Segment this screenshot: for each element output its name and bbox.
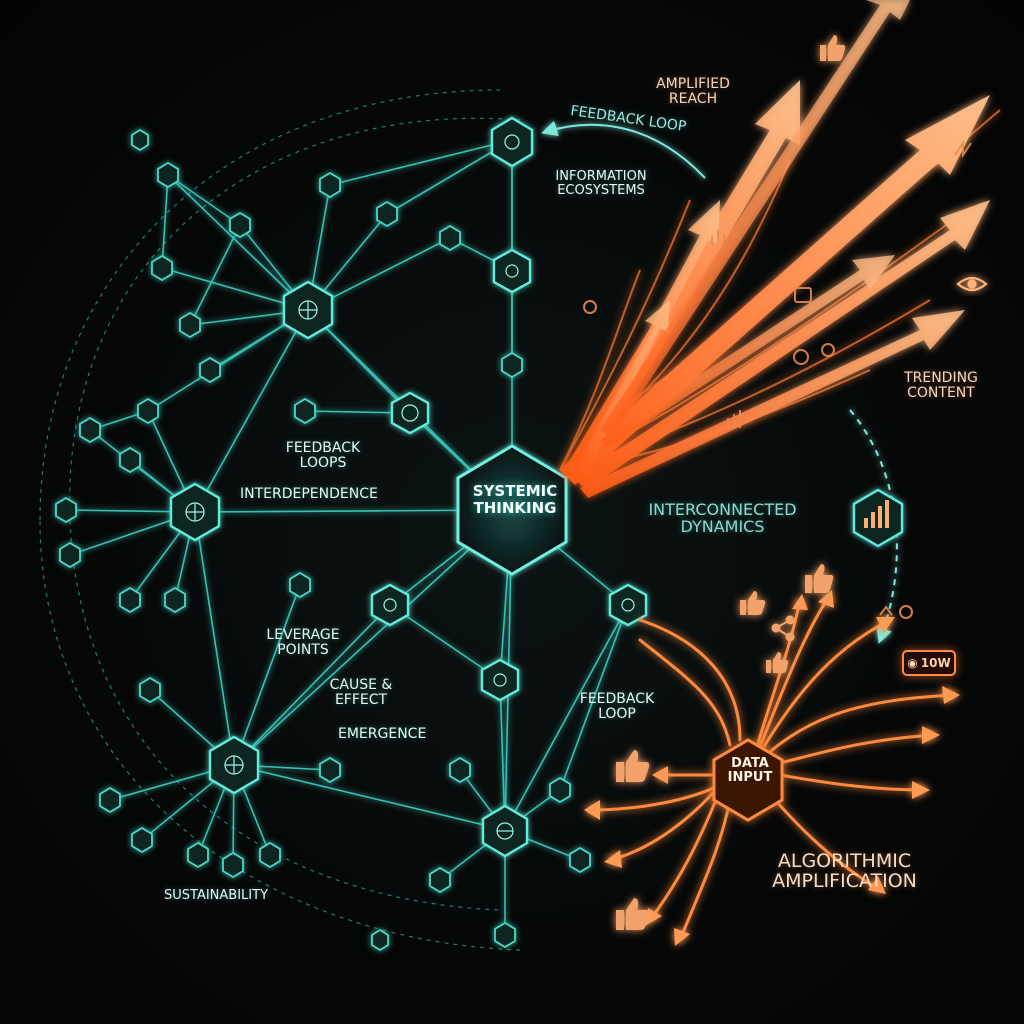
label-algorithmic-amplification: ALGORITHMIC AMPLIFICATION bbox=[772, 850, 917, 892]
thumbs-up-icon bbox=[616, 898, 650, 930]
label-sustainability: SUSTAINABILITY bbox=[164, 888, 269, 903]
label-interconnected-dynamics: INTERCONNECTED DYNAMICS bbox=[648, 500, 797, 536]
share-icon bbox=[771, 615, 795, 642]
eye-icon bbox=[956, 276, 988, 292]
thumbs-up-icon bbox=[766, 652, 789, 673]
small-nodes bbox=[55, 128, 591, 952]
label-cause-effect: CAUSE & EFFECT bbox=[329, 677, 393, 708]
data-input-arrowheads bbox=[584, 590, 960, 946]
feedback-loop-arc-right bbox=[849, 409, 898, 644]
feedback-loop-arrow-top bbox=[541, 120, 706, 179]
arrow-icon bbox=[600, 0, 910, 438]
label-emergence: EMERGENCE bbox=[338, 726, 427, 742]
label-interdependence: INTERDEPENDENCE bbox=[240, 486, 378, 502]
thumbs-up-icon bbox=[616, 750, 650, 782]
thumbs-up-icon bbox=[740, 591, 766, 615]
arrow-icon bbox=[600, 255, 895, 448]
arrow-icon bbox=[575, 300, 670, 476]
arrow-icon bbox=[580, 310, 965, 498]
bar-chart-icon bbox=[852, 488, 904, 548]
hub-nodes bbox=[169, 116, 648, 858]
eye-icon: ◉ bbox=[907, 656, 918, 670]
label-leverage-points: LEVERAGE POINTS bbox=[266, 627, 340, 658]
label-amplified-reach: AMPLIFIED REACH bbox=[656, 76, 730, 107]
arrow-icon bbox=[575, 200, 990, 490]
amplification-arrows bbox=[560, 0, 990, 498]
label-trending-content: TRENDING CONTENT bbox=[904, 370, 978, 401]
thumbs-up-icon bbox=[820, 35, 846, 61]
data-input-label: DATA INPUT bbox=[727, 756, 773, 786]
data-input-node bbox=[712, 738, 784, 822]
label-information-ecosystems: INFORMATION ECOSYSTEMS bbox=[555, 169, 647, 198]
systemic-thinking-hub bbox=[456, 444, 568, 576]
view-count-badge: ◉ 10W bbox=[902, 650, 956, 676]
badge-text: 10W bbox=[920, 656, 951, 670]
center-label: SYSTEMIC THINKING bbox=[472, 482, 558, 518]
label-feedback-loops: FEEDBACK LOOPS bbox=[285, 440, 361, 471]
feedback-arcs bbox=[39, 89, 521, 951]
label-feedback-loop-bottom: FEEDBACK LOOP bbox=[579, 691, 655, 722]
hub-node-icons bbox=[185, 134, 635, 840]
arrow-icon bbox=[560, 95, 990, 485]
thumbs-up-icon bbox=[805, 564, 834, 593]
decorative-icons bbox=[583, 139, 972, 619]
